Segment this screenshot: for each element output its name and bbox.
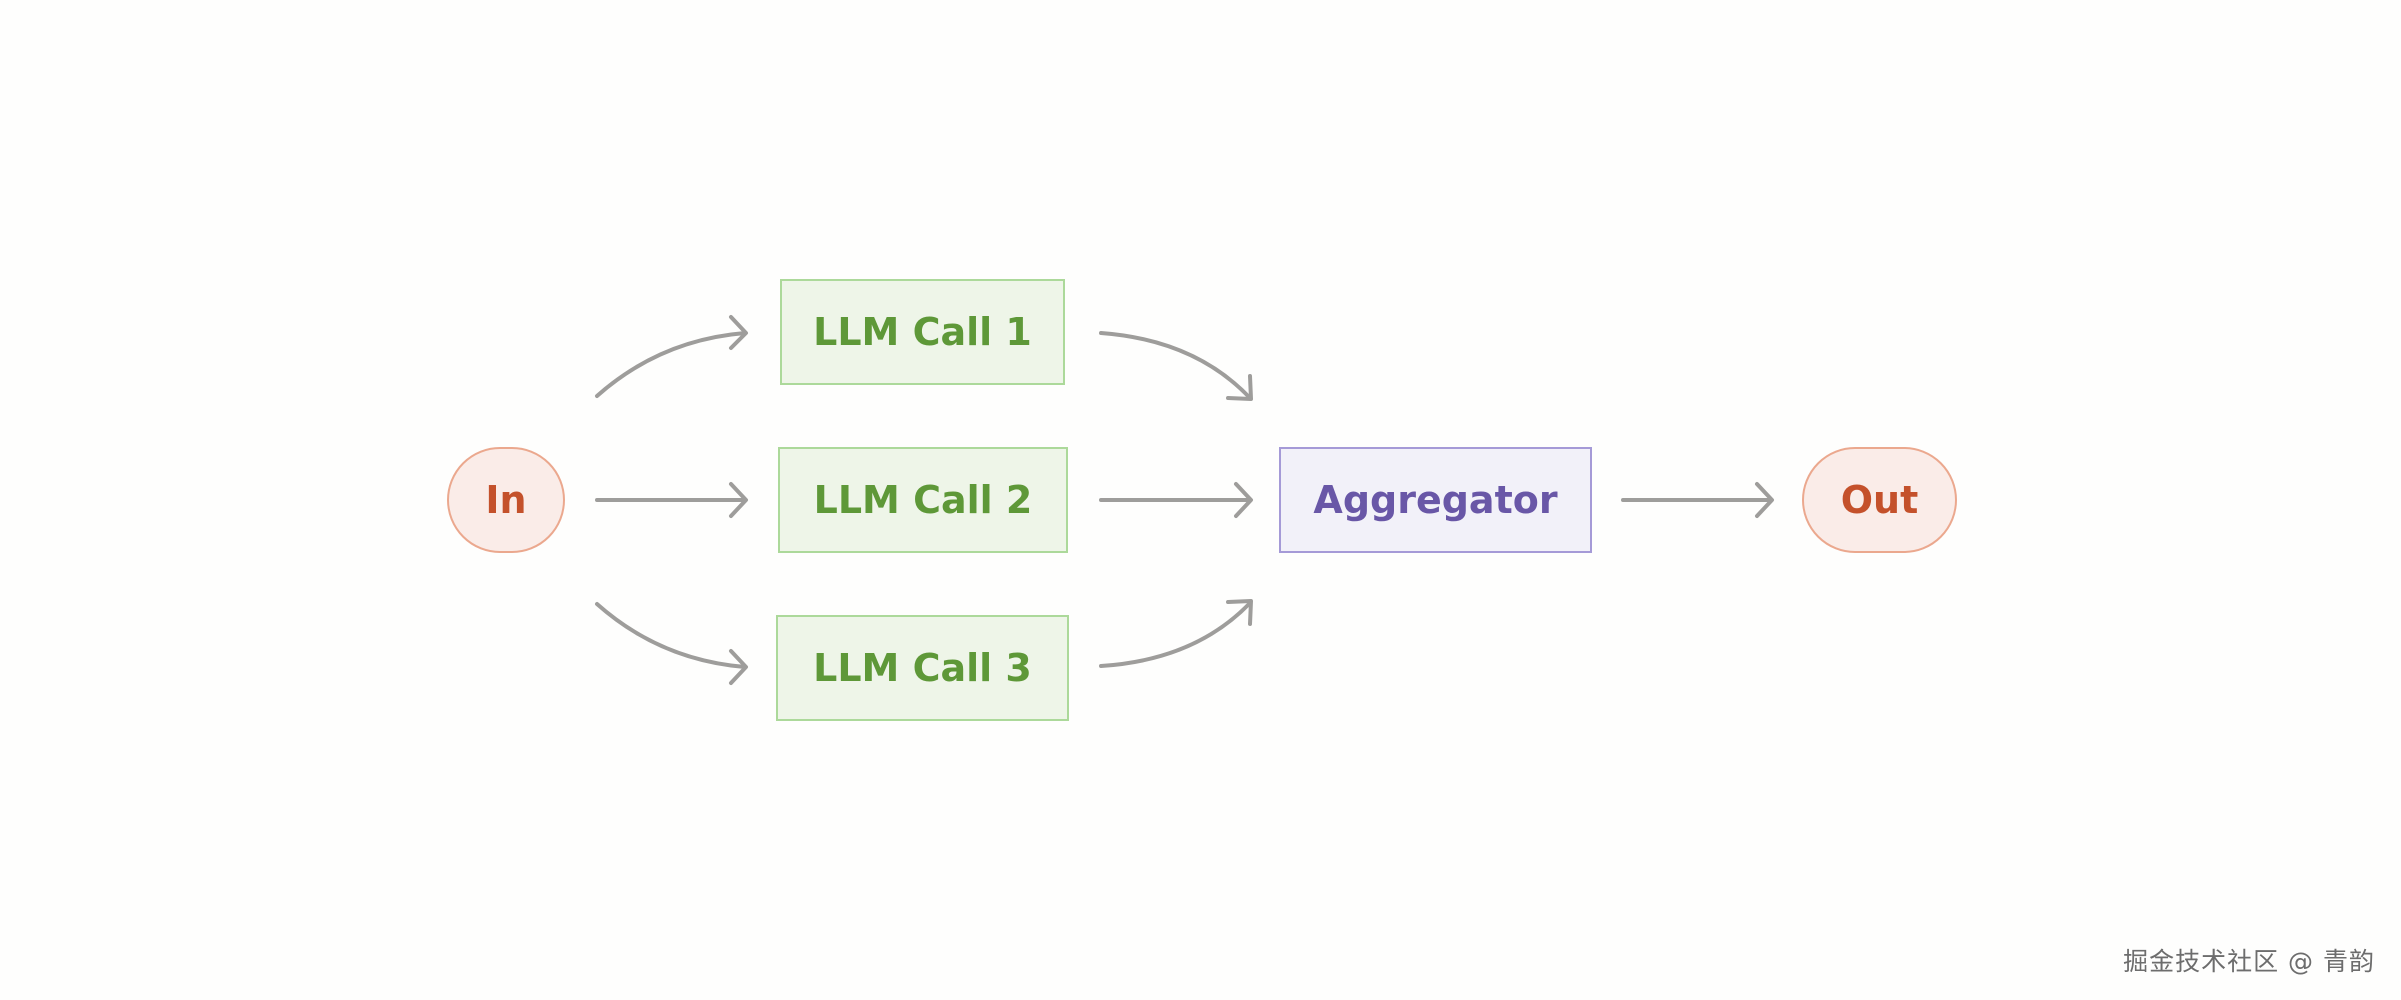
edge-call1-to-aggregator xyxy=(1099,331,1252,400)
watermark: 掘金技术社区 @ 青韵 xyxy=(2123,947,2375,976)
edge-in-to-call3-arrowhead xyxy=(729,649,748,685)
llm-call-2-node: LLM Call 2 xyxy=(778,447,1068,553)
llm-call-3-node: LLM Call 3 xyxy=(776,615,1069,721)
edge-in-to-call1 xyxy=(595,331,747,398)
edge-aggregator-to-out-arrowhead xyxy=(1755,482,1774,518)
aggregator-node: Aggregator xyxy=(1279,447,1592,553)
llm-call-1-node: LLM Call 1 xyxy=(780,279,1065,385)
input-node: In xyxy=(447,447,565,553)
edge-in-to-call1-arrowhead xyxy=(729,315,748,350)
output-node: Out xyxy=(1802,447,1957,553)
edge-in-to-call3 xyxy=(595,602,747,669)
edge-in-to-call2-arrowhead xyxy=(729,482,748,518)
edge-call1-to-aggregator-arrowhead xyxy=(1226,374,1253,401)
edge-call3-to-aggregator xyxy=(1099,601,1252,668)
edge-call2-to-aggregator-arrowhead xyxy=(1234,482,1253,518)
edge-call3-to-aggregator-arrowhead xyxy=(1226,599,1253,626)
